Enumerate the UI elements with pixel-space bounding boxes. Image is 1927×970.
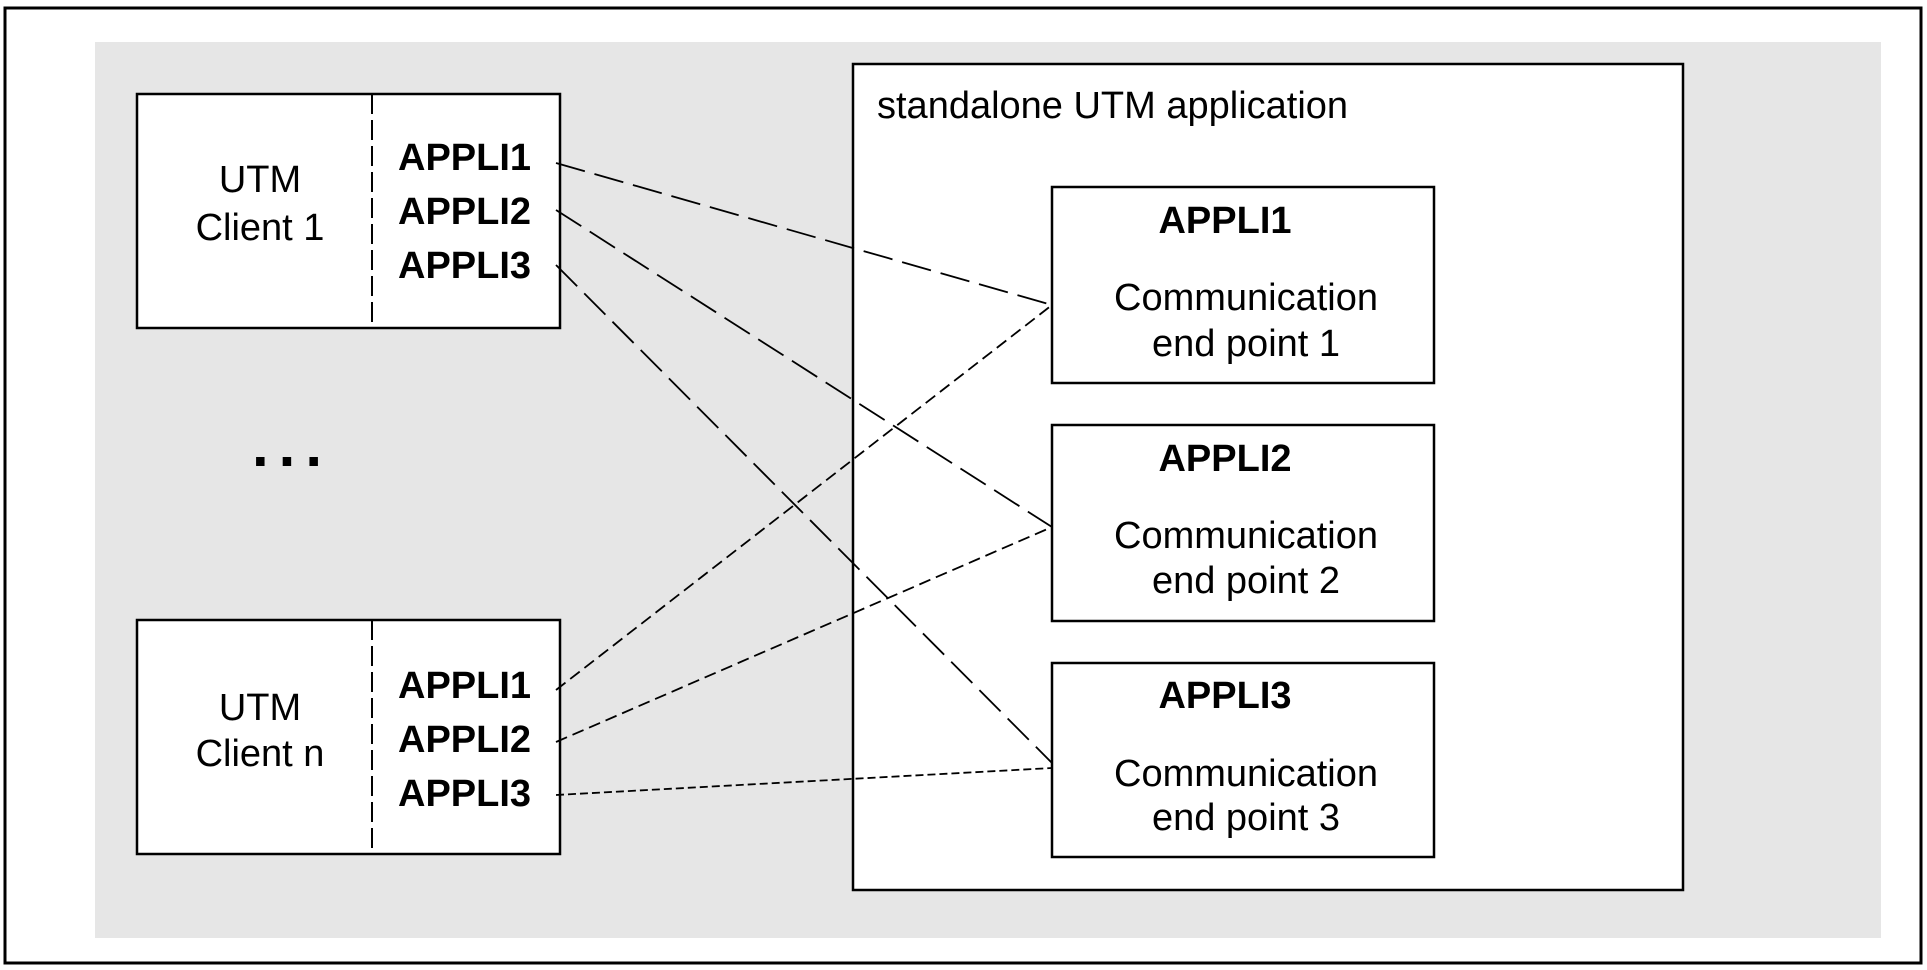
client-appl-label: APPLI3 — [398, 773, 531, 815]
endpoint-name: APPLI3 — [1158, 675, 1291, 717]
endpoint-appli1: APPLI1 Communication end point 1 — [1050, 185, 1436, 385]
client-box — [135, 618, 562, 856]
connection-clientn-appli1 — [555, 304, 1053, 691]
endpoint-line1: Communication — [1114, 753, 1378, 795]
client-appl-label: APPLI2 — [398, 191, 531, 233]
clients-ellipsis: ... — [252, 412, 332, 479]
standalone-utm-application: standalone UTM application APPLI1 Commun… — [851, 62, 1685, 892]
client-name-line2: Client 1 — [196, 207, 325, 249]
endpoint-box — [1050, 185, 1436, 385]
connection-clientn-appli2 — [555, 526, 1053, 743]
endpoint-line1: Communication — [1114, 277, 1378, 319]
endpoint-appli3: APPLI3 Communication end point 3 — [1050, 661, 1436, 859]
client-name-line1: UTM — [219, 159, 301, 201]
endpoint-line2: end point 3 — [1152, 797, 1340, 839]
client-appl-label: APPLI2 — [398, 719, 531, 761]
connection-client1-appli2 — [555, 209, 1053, 528]
connection-client1-appli1 — [555, 162, 1053, 306]
endpoint-box — [1050, 661, 1436, 859]
client-name-line1: UTM — [219, 687, 301, 729]
connections — [555, 162, 1053, 796]
client-appl-label: APPLI3 — [398, 245, 531, 287]
client-appl-label: APPLI1 — [398, 665, 531, 707]
endpoint-name: APPLI1 — [1158, 200, 1291, 242]
endpoint-line2: end point 1 — [1152, 323, 1340, 365]
client-appl-label: APPLI1 — [398, 137, 531, 179]
endpoint-name: APPLI2 — [1158, 438, 1291, 480]
connection-clientn-appli3 — [555, 767, 1053, 796]
endpoint-line1: Communication — [1114, 515, 1378, 557]
utm-client-n: UTM Client n APPLI1 APPLI2 APPLI3 — [135, 618, 562, 856]
endpoint-box — [1050, 423, 1436, 623]
utm-client-1: UTM Client 1 APPLI1 APPLI2 APPLI3 — [135, 92, 562, 330]
connection-client1-appli3 — [555, 264, 1053, 764]
client-box — [135, 92, 562, 330]
client-name-line2: Client n — [196, 733, 325, 775]
endpoint-appli2: APPLI2 Communication end point 2 — [1050, 423, 1436, 623]
endpoint-line2: end point 2 — [1152, 560, 1340, 602]
application-title: standalone UTM application — [877, 85, 1348, 127]
